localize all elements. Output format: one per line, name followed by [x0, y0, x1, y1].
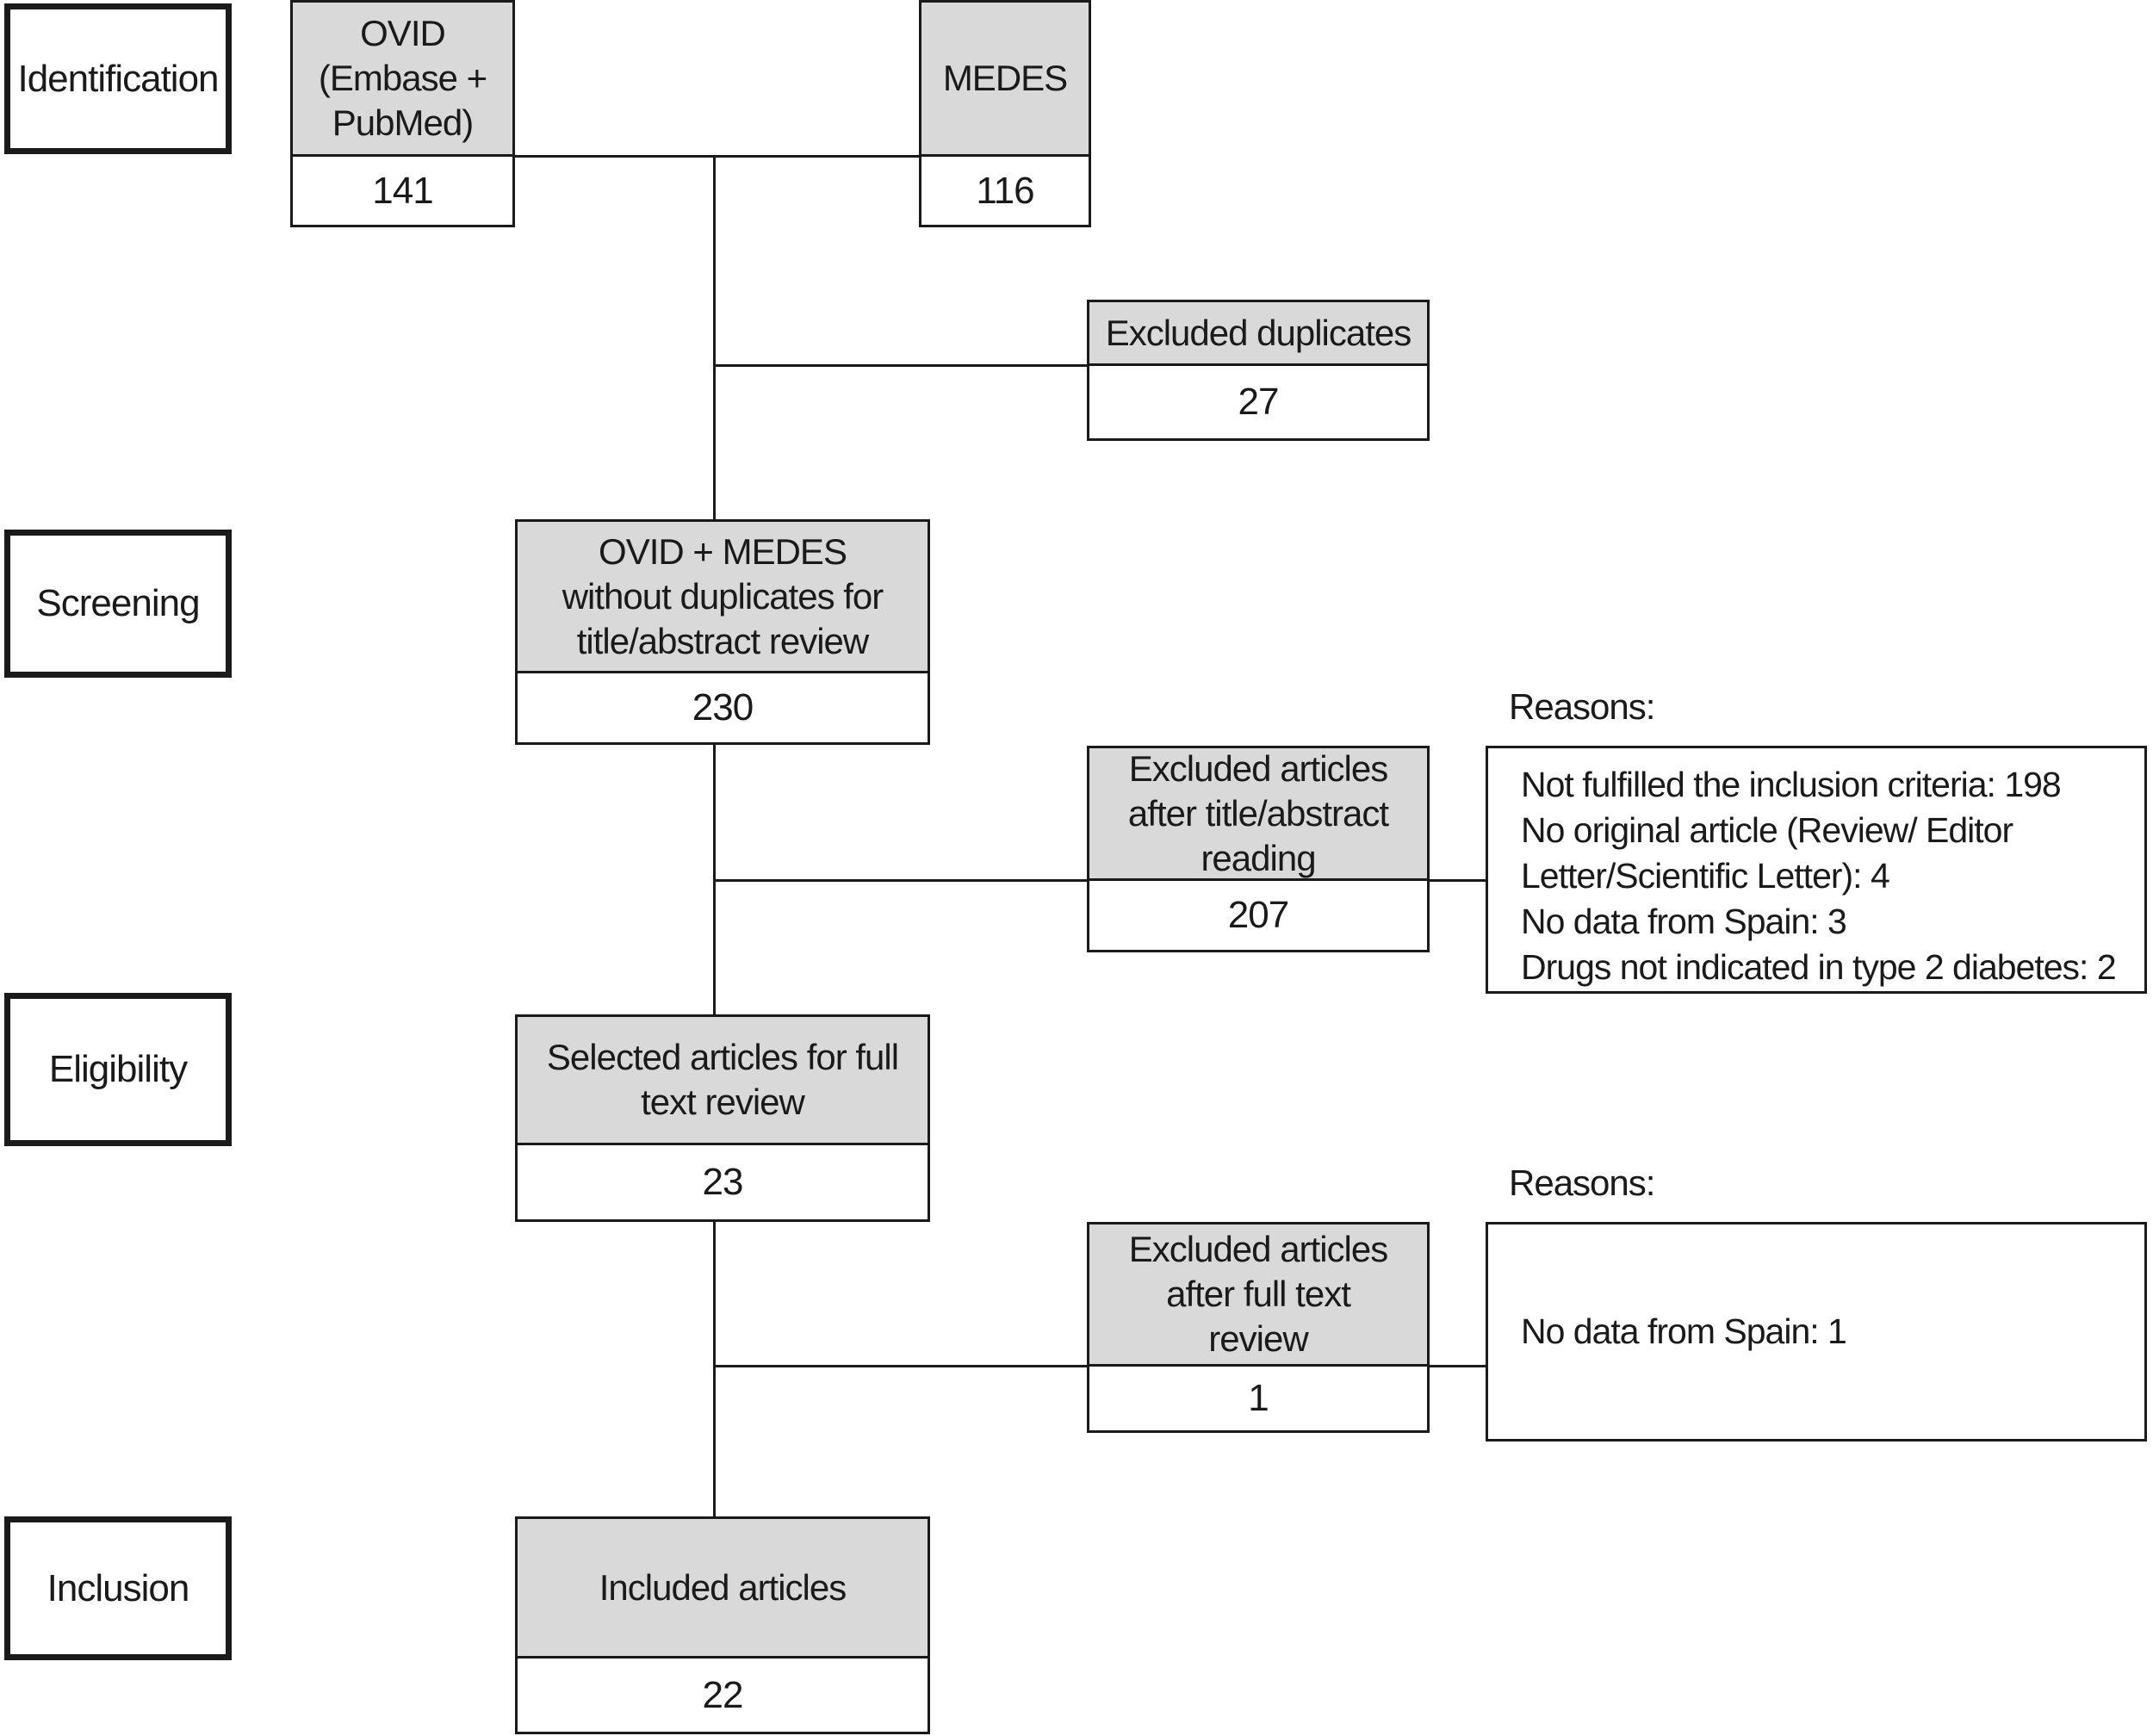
flow-box-medes-count: 116 [921, 157, 1089, 225]
reasons-label-title-abstract: Reasons: [1509, 686, 1655, 727]
flow-box-ovid-count: 141 [293, 157, 512, 225]
connector-ovid-medes [515, 155, 919, 158]
reason-box-full-text: No data from Spain: 1 [1486, 1222, 2147, 1442]
reason-line: Letter/Scientific Letter): 4 [1521, 856, 1890, 896]
reason-box-title-abstract: Not fulfilled the inclusion criteria: 19… [1486, 746, 2147, 994]
reason-lines-full-text: No data from Spain: 1 [1488, 1309, 1864, 1355]
flow-box-excluded-full-text-title: Excluded articles after full text review [1089, 1224, 1427, 1367]
stage-box-identification: Identification [4, 3, 232, 154]
flow-box-ovid-medes-count: 230 [518, 673, 928, 742]
flow-box-excluded-title-abstract-title: Excluded articles after title/abstract r… [1089, 748, 1427, 881]
connector-main-vertical-2 [713, 745, 716, 1014]
reason-line: No original article (Review/ Editor [1521, 810, 2013, 850]
flow-box-excluded-full-text: Excluded articles after full text review… [1087, 1222, 1430, 1433]
flow-box-selected-full-text: Selected articles for full text review 2… [515, 1014, 930, 1222]
connector-to-excluded-full-text [715, 1365, 1089, 1367]
flow-box-ovid-title: OVID (Embase + PubMed) [293, 3, 512, 157]
stage-box-screening: Screening [4, 530, 232, 678]
connector-excluded-to-reasons-1 [1430, 879, 1486, 882]
flow-box-selected-full-text-title: Selected articles for full text review [518, 1017, 928, 1145]
reason-lines-title-abstract: Not fulfilled the inclusion criteria: 19… [1488, 748, 2144, 990]
flow-box-medes-title: MEDES [921, 3, 1089, 157]
flow-box-included-count: 22 [518, 1658, 928, 1732]
stage-label-screening: Screening [36, 582, 200, 624]
stage-box-eligibility: Eligibility [4, 993, 232, 1146]
reasons-label-full-text: Reasons: [1509, 1162, 1655, 1203]
flow-box-ovid-medes: OVID + MEDES without duplicates for titl… [515, 519, 930, 745]
stage-label-identification: Identification [17, 57, 219, 100]
flow-box-excluded-duplicates-count: 27 [1089, 366, 1427, 438]
flow-box-excluded-title-abstract-count: 207 [1089, 881, 1427, 950]
connector-main-vertical-1 [713, 157, 716, 519]
connector-excluded-to-reasons-2 [1430, 1365, 1486, 1367]
stage-box-inclusion: Inclusion [4, 1516, 232, 1660]
stage-label-eligibility: Eligibility [48, 1048, 188, 1090]
connector-to-excluded-duplicates [715, 364, 1089, 367]
reason-line: No data from Spain: 3 [1521, 902, 1847, 941]
connector-to-excluded-title-abstract [715, 879, 1089, 882]
flow-box-ovid: OVID (Embase + PubMed) 141 [290, 0, 515, 227]
flow-box-selected-full-text-count: 23 [518, 1145, 928, 1219]
reason-line: No data from Spain: 1 [1521, 1311, 1847, 1351]
flow-box-medes: MEDES 116 [919, 0, 1091, 227]
reason-line: Not fulfilled the inclusion criteria: 19… [1521, 765, 2062, 804]
flow-box-included: Included articles 22 [515, 1516, 930, 1734]
connector-main-vertical-3 [713, 1222, 716, 1516]
stage-label-inclusion: Inclusion [47, 1566, 190, 1609]
flow-box-excluded-duplicates: Excluded duplicates 27 [1087, 300, 1430, 441]
flow-box-excluded-duplicates-title: Excluded duplicates [1089, 302, 1427, 366]
flow-box-excluded-full-text-count: 1 [1089, 1367, 1427, 1430]
reason-line: Drugs not indicated in type 2 diabetes: … [1521, 947, 2117, 987]
flow-box-ovid-medes-title: OVID + MEDES without duplicates for titl… [518, 522, 928, 673]
flow-box-excluded-title-abstract: Excluded articles after title/abstract r… [1087, 746, 1430, 952]
flow-box-included-title: Included articles [518, 1519, 928, 1658]
